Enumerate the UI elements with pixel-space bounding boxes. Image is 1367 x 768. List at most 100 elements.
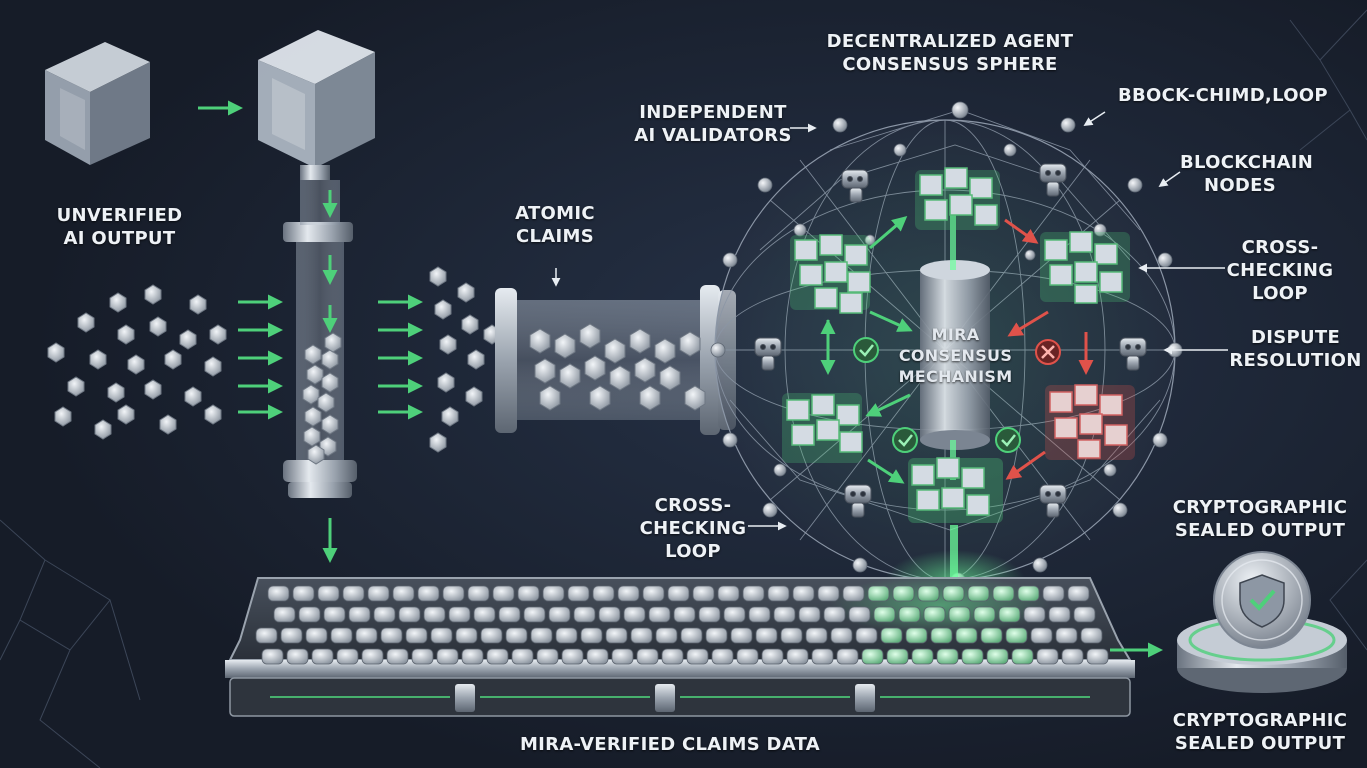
label-line: DISPUTE (1228, 326, 1363, 349)
tray-chip (781, 628, 802, 643)
validator-cluster-right-top (1040, 232, 1130, 303)
tray-chip (387, 649, 408, 664)
tray-chip (956, 628, 977, 643)
tray-chip (712, 649, 733, 664)
tray-chip (1062, 649, 1083, 664)
tray-chip (587, 649, 608, 664)
tray-chip (868, 586, 889, 601)
cross-checking-right-label: CROSS- CHECKING LOOP (1225, 236, 1335, 305)
tray-chip (687, 649, 708, 664)
tray-chip (774, 607, 795, 622)
dispute-resolution-label: DISPUTE RESOLUTION (1228, 326, 1363, 372)
label-line: MECHANISM (893, 366, 1018, 387)
tray-chip (281, 628, 302, 643)
label-line: UNVERIFIED (47, 204, 192, 227)
tray-chip (999, 607, 1020, 622)
tray-chip (706, 628, 727, 643)
tray-chip (1081, 628, 1102, 643)
tray-chip (1056, 628, 1077, 643)
tray-chip (1037, 649, 1058, 664)
tray-chip (374, 607, 395, 622)
tray-chip (756, 628, 777, 643)
tray-chip (612, 649, 633, 664)
tray-chip (681, 628, 702, 643)
tray-chip (1074, 607, 1095, 622)
tray-chip (849, 607, 870, 622)
check-icon (893, 428, 917, 452)
tray-chip (449, 607, 470, 622)
tray-chip (1087, 649, 1108, 664)
tray-chip (362, 649, 383, 664)
tray-chip (906, 628, 927, 643)
tray-chip (768, 586, 789, 601)
tray-chip (631, 628, 652, 643)
tray-chip (968, 586, 989, 601)
label-line: CONSENSUS (893, 345, 1018, 366)
label-line: CRYPTOGRAPHIC (1160, 496, 1360, 519)
label-line: CLAIMS (500, 225, 610, 248)
label-line: BLOCKCHAIN (1180, 151, 1300, 174)
tray-chip (474, 607, 495, 622)
tray-chip (331, 628, 352, 643)
tray-chip (699, 607, 720, 622)
label-line: CROSS- (1225, 236, 1335, 259)
tray-chip (606, 628, 627, 643)
tray-chip (718, 586, 739, 601)
tray-chip (1024, 607, 1045, 622)
tray-chip (1031, 628, 1052, 643)
tray-chip (368, 586, 389, 601)
tray-chip (912, 649, 933, 664)
label-line: CHECKING (1225, 259, 1335, 282)
tray-chip (656, 628, 677, 643)
tray-chip (993, 586, 1014, 601)
validator-cluster-top (915, 168, 1000, 230)
tray-chip (737, 649, 758, 664)
label-line: CHECKING (638, 517, 748, 540)
tray-chip (393, 586, 414, 601)
label-line: LOOP (638, 540, 748, 563)
tray-chip (806, 628, 827, 643)
tray-chip (568, 586, 589, 601)
tray-chip (287, 649, 308, 664)
label-line: AI VALIDATORS (628, 124, 798, 147)
validators-label: INDEPENDENT AI VALIDATORS (628, 101, 798, 147)
tray-chip (262, 649, 283, 664)
check-icon (854, 338, 878, 362)
label-line: DECENTRALIZED AGENT (815, 30, 1085, 53)
atomic-claims-capsule (495, 285, 736, 435)
tray-chip (343, 586, 364, 601)
tray-chip (356, 628, 377, 643)
tray-chip (574, 607, 595, 622)
tray-chip (318, 586, 339, 601)
tray-chip (1012, 649, 1033, 664)
label-line: SEALED OUTPUT (1160, 732, 1360, 755)
tray-chip (524, 607, 545, 622)
tray-chip (324, 607, 345, 622)
label-line: NODES (1180, 174, 1300, 197)
tray-chip (543, 586, 564, 601)
tray-chip (549, 607, 570, 622)
validator-cluster-left-bottom (782, 393, 862, 463)
label-line: SEALED OUTPUT (1160, 519, 1360, 542)
tray-chip (643, 586, 664, 601)
label-line: MIRA-VERIFIED CLAIMS DATA (480, 733, 860, 756)
tray-chip (987, 649, 1008, 664)
tray-chip (962, 649, 983, 664)
tray-chip (818, 586, 839, 601)
tray-chip (674, 607, 695, 622)
tray-chip (812, 649, 833, 664)
tray-chip (931, 628, 952, 643)
tray-chip (487, 649, 508, 664)
validator-cluster-bottom (908, 458, 1003, 523)
disputed-cluster-red (1045, 385, 1135, 460)
label-line: INDEPENDENT (628, 101, 798, 124)
tray-chip (437, 649, 458, 664)
cross-checking-left-label: CROSS- CHECKING LOOP (638, 494, 748, 563)
unverified-output-label: UNVERIFIED AI OUTPUT (47, 204, 192, 250)
tray-chip (418, 586, 439, 601)
tray-chip (762, 649, 783, 664)
tray-chip (268, 586, 289, 601)
tray-chip (693, 586, 714, 601)
tray-chip (299, 607, 320, 622)
tray-chip (312, 649, 333, 664)
